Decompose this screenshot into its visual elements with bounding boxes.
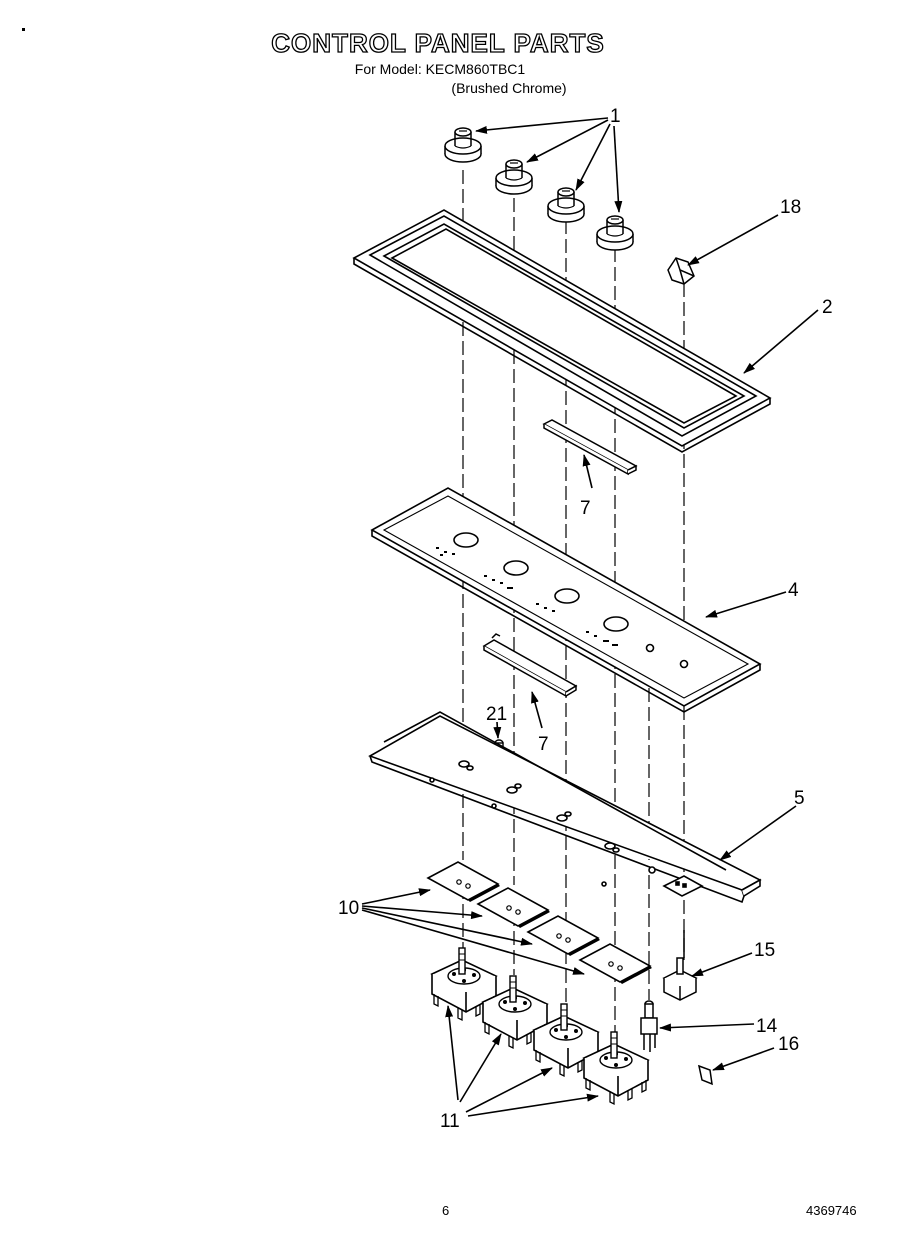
model-line: For Model: KECM860TBC1 [354,61,526,77]
document-code: 4369746 [806,1203,857,1218]
callout-14: 14 [756,1016,778,1037]
finish-line: (Brushed Chrome) [451,80,567,96]
overlay-graphics [436,547,618,646]
callout-21: 21 [486,704,507,725]
knob-part-1d [596,215,634,251]
callout-4: 4 [788,580,799,601]
callout-11: 11 [440,1111,460,1132]
stray-mark [22,28,25,31]
callout-10: 10 [338,898,359,919]
tag-part-16 [697,1064,713,1086]
callout-15: 15 [754,940,775,961]
callout-7-upper: 7 [580,498,591,519]
knob-part-1c [547,187,585,223]
knob-part-1b [495,159,533,195]
overlay-plate-part-4 [370,487,762,713]
strip-part-7-lower [482,633,578,698]
callout-1: 1 [610,106,621,127]
callout-2: 2 [822,297,833,318]
page-header: CONTROL PANEL PARTS For Model: KECM860TB… [0,27,880,97]
callout-7-lower: 7 [538,734,549,755]
strip-part-7-upper [542,419,638,476]
leader-arrows [361,117,819,1117]
trim-frame-part-2 [352,209,772,453]
callout-5: 5 [794,788,805,809]
switch-part-15 [662,930,698,1001]
panel-bracket-part-5 [368,711,762,904]
pad-part-10c [527,915,601,957]
page-title: CONTROL PANEL PARTS [271,27,605,58]
callout-16: 16 [778,1034,799,1055]
pad-part-10b [477,887,551,929]
knob-part-1a [444,127,482,163]
pad-part-10d [579,943,653,985]
pad-part-10a [427,861,501,903]
socket-part-14 [640,1000,658,1052]
clip-part-18 [667,257,695,285]
page-number: 6 [442,1203,450,1218]
callout-18: 18 [780,197,801,218]
